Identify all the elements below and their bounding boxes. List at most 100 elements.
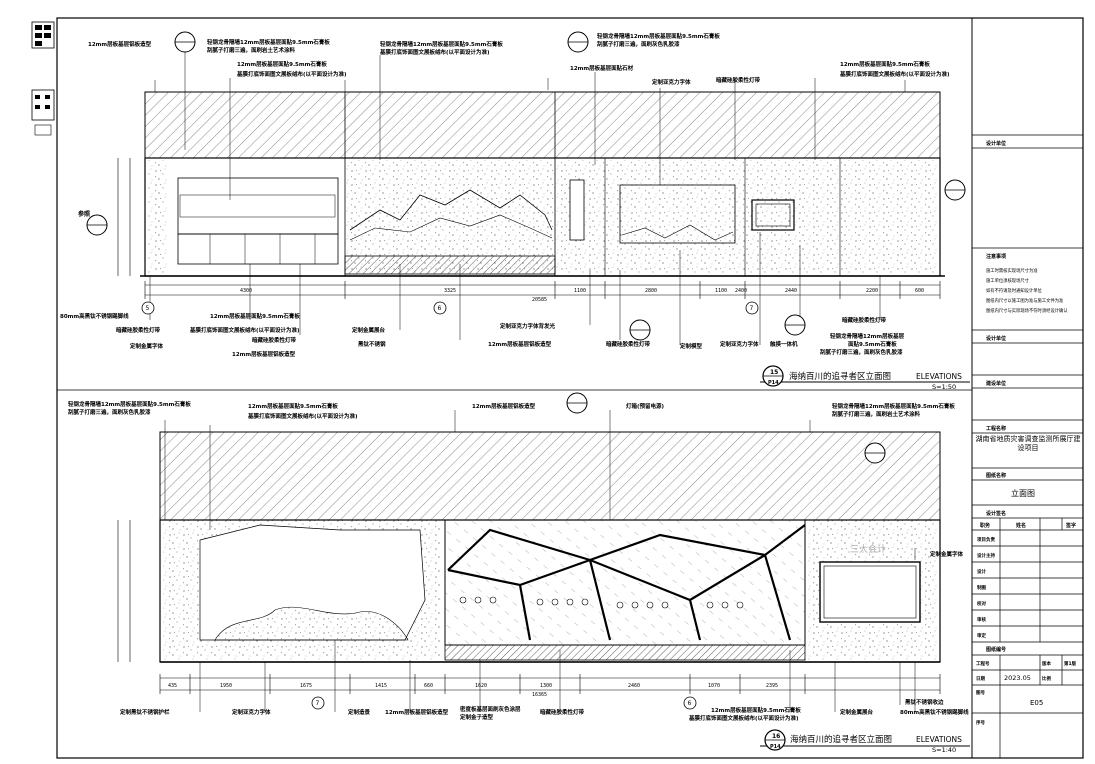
callout: 黑钛不锈钢 — [358, 340, 386, 348]
callout: 暗藏硅胶柔性灯带 — [606, 340, 651, 348]
drawing-title: 海纳百川的追寻者区立面图 — [790, 734, 892, 745]
date-value: 2023.05 — [1004, 674, 1031, 682]
callout: 暗藏硅胶柔性灯带 — [716, 76, 761, 84]
callout: 刮腻子打磨三遍，面刷岩土艺术涂料 — [832, 410, 921, 418]
callout: 定制金子造型 — [459, 713, 494, 721]
ceiling-band — [144, 91, 941, 159]
number-label: 图纸编号 — [986, 646, 1006, 653]
note-line: 图纸内尺寸与实际现场不符时须经设计确认 — [986, 307, 1068, 314]
designer-label: 设计单位 — [986, 335, 1006, 342]
section-marker — [566, 392, 886, 464]
sign-header: 职务 — [980, 522, 991, 529]
display-case — [179, 194, 336, 218]
faceted-frame — [447, 524, 806, 641]
callout: 12mm层板基层面贴9.5mm石膏板 — [711, 706, 801, 714]
callout: 定制亚克力字体背发光 — [499, 322, 556, 330]
project-label: 工程名称 — [986, 425, 1006, 432]
binding-strip — [31, 21, 55, 136]
callout: 轻钢龙骨隔墙12mm层板基层面贴9.5mm石膏板 — [380, 40, 503, 48]
vertical-sign — [569, 179, 585, 241]
callout: 轻钢龙骨隔墙12mm层板基层面贴9.5mm石膏板 — [832, 402, 955, 410]
callout: 12mm层板基层铝板造型 — [472, 402, 536, 410]
dimension: 1300 — [540, 683, 552, 689]
callout: 12mm层板基层面贴石材 — [570, 64, 634, 72]
drawing-scale: S=1:40 — [932, 746, 956, 754]
callout: 轻钢龙骨隔墙12mm层板基层面贴9.5mm石膏板 — [597, 32, 720, 40]
stone-panel — [605, 160, 745, 274]
callout: 轻钢龙骨隔墙12mm层板基层面贴9.5mm石膏板 — [68, 400, 191, 408]
callout: 基膜打底饰面图文展板绒布(以平面设计为准) — [839, 70, 950, 78]
index-label: 序号 — [975, 719, 985, 726]
callout: 基膜打底饰面图文展板绒布(以平面设计为准) — [247, 412, 358, 420]
callout: 黑钛不锈钢收边 — [905, 698, 944, 706]
note-line: 如有不符请及时通知设计单位 — [986, 287, 1043, 294]
project-no-label: 工程号 — [976, 660, 990, 667]
callout: 基膜打底饰面图文展板绒布(以平面设计为准) — [189, 326, 300, 334]
dimension: 1100 — [715, 288, 727, 294]
callout: 80mm高黑钛不锈钢踢脚线 — [60, 312, 129, 320]
role: 审定 — [977, 632, 986, 639]
dimension: 435 — [168, 683, 177, 689]
axis-label: 7 — [316, 700, 320, 707]
dimension: 1070 — [708, 683, 720, 689]
callout: 定制亚克力字体 — [719, 340, 759, 348]
callout: 12mm层板基层铝板造型 — [88, 40, 152, 48]
project-name: 湖南省地质灾害调查监测所展厅建设项目 — [975, 435, 1081, 452]
axis-marker — [141, 301, 759, 315]
callout: 基膜打底饰面图文展板绒布(以平面设计为准) — [379, 48, 490, 56]
light-box — [819, 561, 921, 623]
callout: 暗藏硅胶柔性灯带 — [116, 326, 161, 334]
callout: 刮腻子打磨三遍，面刷岩土艺术涂料 — [207, 46, 296, 54]
drawing-title-en: ELEVATIONS — [916, 735, 962, 744]
reference-label: 参照 — [77, 210, 90, 218]
callout: 定制模型 — [679, 342, 703, 350]
dimension-total: 20585 — [532, 297, 547, 303]
callout: 12mm层板基层面贴9.5mm石膏板 — [237, 60, 327, 68]
title-tag-sheet: P14 — [770, 744, 781, 750]
sheet-label: 图号 — [976, 689, 985, 696]
callout: 定制造景 — [347, 708, 371, 716]
axis-label: 6 — [438, 305, 442, 312]
dimension: 3325 — [444, 288, 456, 294]
elevation-bottom — [117, 392, 941, 712]
role: 设计主持 — [977, 552, 995, 559]
callout: 12mm层板基层面贴9.5mm石膏板 — [210, 312, 300, 320]
mountain-graphic — [349, 214, 553, 241]
watermark: 三大会计 — [850, 543, 886, 555]
role: 审核 — [977, 616, 986, 623]
title-tag-num: 16 — [772, 733, 780, 740]
touch-screen — [751, 199, 795, 231]
mountain-graphic — [349, 189, 553, 231]
display-icons — [459, 596, 744, 609]
dimension: 1415 — [375, 683, 387, 689]
section-marker — [86, 31, 966, 341]
axis-label: 5 — [146, 305, 150, 312]
callout: 密度板基层面刷灰色涂层 — [460, 705, 521, 713]
date-label: 日期 — [976, 675, 985, 682]
notes-label: 注意事项 — [986, 253, 1006, 260]
sign-header: 签字 — [1065, 522, 1076, 529]
callout: 80mm高黑钛不锈钢踢脚线 — [900, 708, 969, 716]
callout: 暗藏硅胶柔性灯带 — [540, 708, 585, 716]
dimension: 1675 — [300, 683, 312, 689]
role: 校对 — [977, 600, 986, 607]
callout: 刮腻子打磨三遍，面刷灰色乳胶漆 — [597, 40, 680, 48]
drawing-scale: S=1:50 — [932, 383, 956, 391]
display-base — [177, 233, 339, 265]
stone-panel — [345, 160, 555, 274]
dimension: 1620 — [475, 683, 487, 689]
role: 制图 — [977, 584, 986, 591]
note-line: 图纸内尺寸以施工图为准与施工文件为准 — [986, 297, 1064, 304]
role: 项目负责 — [977, 536, 995, 543]
dimension: 2460 — [628, 683, 640, 689]
stone-panel — [745, 160, 840, 274]
callout: 12mm层板基层面贴9.5mm石膏板 — [840, 60, 930, 68]
callout: 轻钢龙骨隔墙12mm层板基层 — [830, 332, 905, 340]
callout: 轻钢龙骨隔墙12mm层板基层面贴9.5mm石膏板 — [207, 38, 330, 46]
note-line: 施工时需核实现场尺寸为准 — [986, 267, 1038, 274]
model-frame — [619, 184, 736, 244]
axis-label: 6 — [688, 700, 692, 707]
callout: 定制金属字体 — [929, 550, 964, 558]
callout: 定制黑钛不锈钢护栏 — [119, 708, 170, 716]
